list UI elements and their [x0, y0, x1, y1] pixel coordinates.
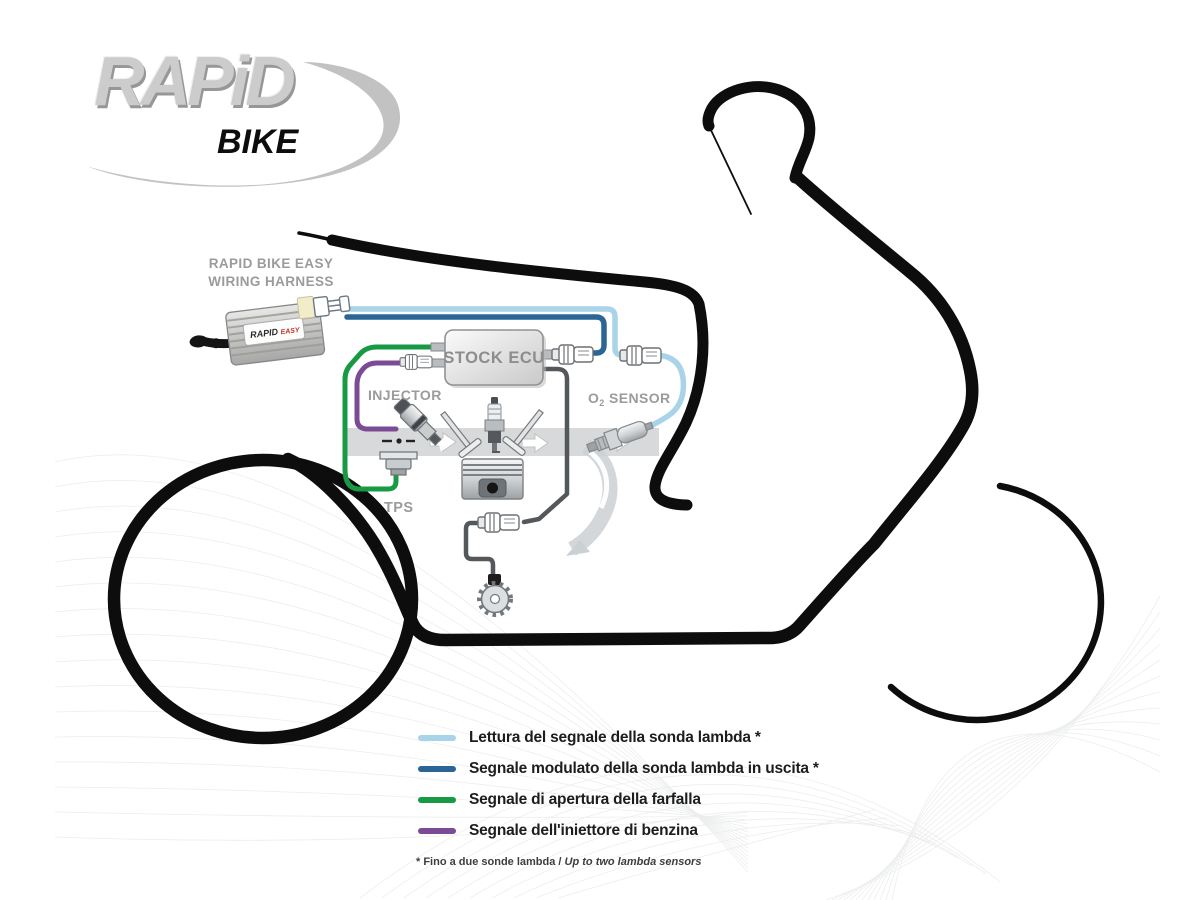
intake-valve-icon: [440, 410, 482, 458]
logo-primary-text: RAPiD: [94, 42, 296, 120]
module-sticker-variant: EASY: [280, 327, 301, 336]
logo-swoosh: [86, 62, 401, 187]
front-fairing-taper: [297, 231, 338, 243]
exhaust-flow-arrow: [566, 439, 618, 556]
rear-wheel: [887, 482, 1105, 724]
tps-icon: [379, 451, 418, 476]
harness-label-line2: WIRING HARNESS: [208, 274, 334, 289]
flow-arrow-icon: [429, 432, 457, 452]
legend: Lettura del segnale della sonda lambda *…: [418, 722, 819, 846]
legend-label: Segnale di apertura della farfalla: [469, 790, 701, 808]
svg-text:RAPID EASY: RAPID EASY: [250, 324, 302, 340]
tps-label: TPS: [384, 500, 413, 516]
injector-wire: [354, 360, 407, 432]
pickup-sensor-icon: [477, 574, 513, 617]
logo-secondary-text: BIKE: [212, 124, 307, 160]
injector-icon: [393, 397, 449, 453]
legend-label: Segnale modulato della sonda lambda in u…: [469, 759, 819, 777]
footnote-emphasis: Up to two lambda sensors: [564, 856, 702, 868]
lambda-read-wire: [647, 352, 687, 429]
exhaust-valve-icon: [502, 408, 544, 456]
o2-sensor-icon: [586, 420, 654, 453]
scooter-outline: [107, 81, 1105, 745]
swirl-pattern: [54, 454, 1161, 900]
legend-label: Lettura del segnale della sonda lambda *: [469, 728, 761, 746]
rider-body-outline: [281, 170, 979, 647]
pickup-wire: [463, 520, 496, 580]
legend-swatch: [418, 734, 456, 741]
helmet: [702, 81, 816, 184]
legend-row: Segnale di apertura della farfalla: [418, 784, 819, 815]
footnote: * Fino a due sonde lambda / Up to two la…: [416, 856, 701, 868]
spark-plug-icon: [484, 397, 505, 453]
throttle-wire: [342, 344, 446, 492]
module-sticker-brand: RAPID: [250, 327, 280, 340]
o2-connector-icon: [619, 345, 662, 366]
module-cable-end: [189, 335, 208, 348]
ecu-side-connector-icon: [551, 344, 594, 365]
pickup-wire: [521, 366, 570, 525]
legend-swatch: [418, 827, 456, 834]
flow-arrow-icon: [521, 433, 549, 453]
helmet-visor-line: [708, 125, 752, 215]
legend-row: Lettura del segnale della sonda lambda *: [418, 722, 819, 753]
legend-swatch: [418, 796, 456, 803]
legend-row: Segnale modulato della sonda lambda in u…: [418, 753, 819, 784]
pickup-connector-icon: [477, 512, 520, 533]
front-fairing-line: [326, 234, 709, 511]
rapidbike-logo: RAPiD BIKE: [78, 38, 428, 193]
rapid-bike-module: RAPID EASY: [189, 295, 351, 366]
front-wheel: [107, 453, 419, 745]
module-connector-icon: [312, 295, 351, 318]
piston-icon: [461, 458, 524, 500]
legend-label: Segnale dell'iniettore di benzina: [469, 821, 698, 839]
lambda-read-wire: [344, 306, 629, 358]
legend-row: Segnale dell'iniettore di benzina: [418, 815, 819, 846]
legend-swatch: [418, 765, 456, 772]
lambda-modulated-wire: [344, 314, 607, 356]
stock-ecu-box: [444, 329, 544, 386]
ecu-label: STOCK ECU: [443, 349, 544, 367]
footnote-text: * Fino a due sonde lambda /: [416, 856, 565, 868]
harness-label-line1: RAPID BIKE EASY: [209, 256, 334, 271]
throttle-shaft-icon: [382, 438, 415, 444]
injector-connector-icon: [399, 354, 433, 370]
o2-sensor-label: O2 SENSOR: [588, 390, 671, 408]
module-sticker: [242, 317, 306, 346]
injector-label: INJECTOR: [368, 387, 442, 403]
